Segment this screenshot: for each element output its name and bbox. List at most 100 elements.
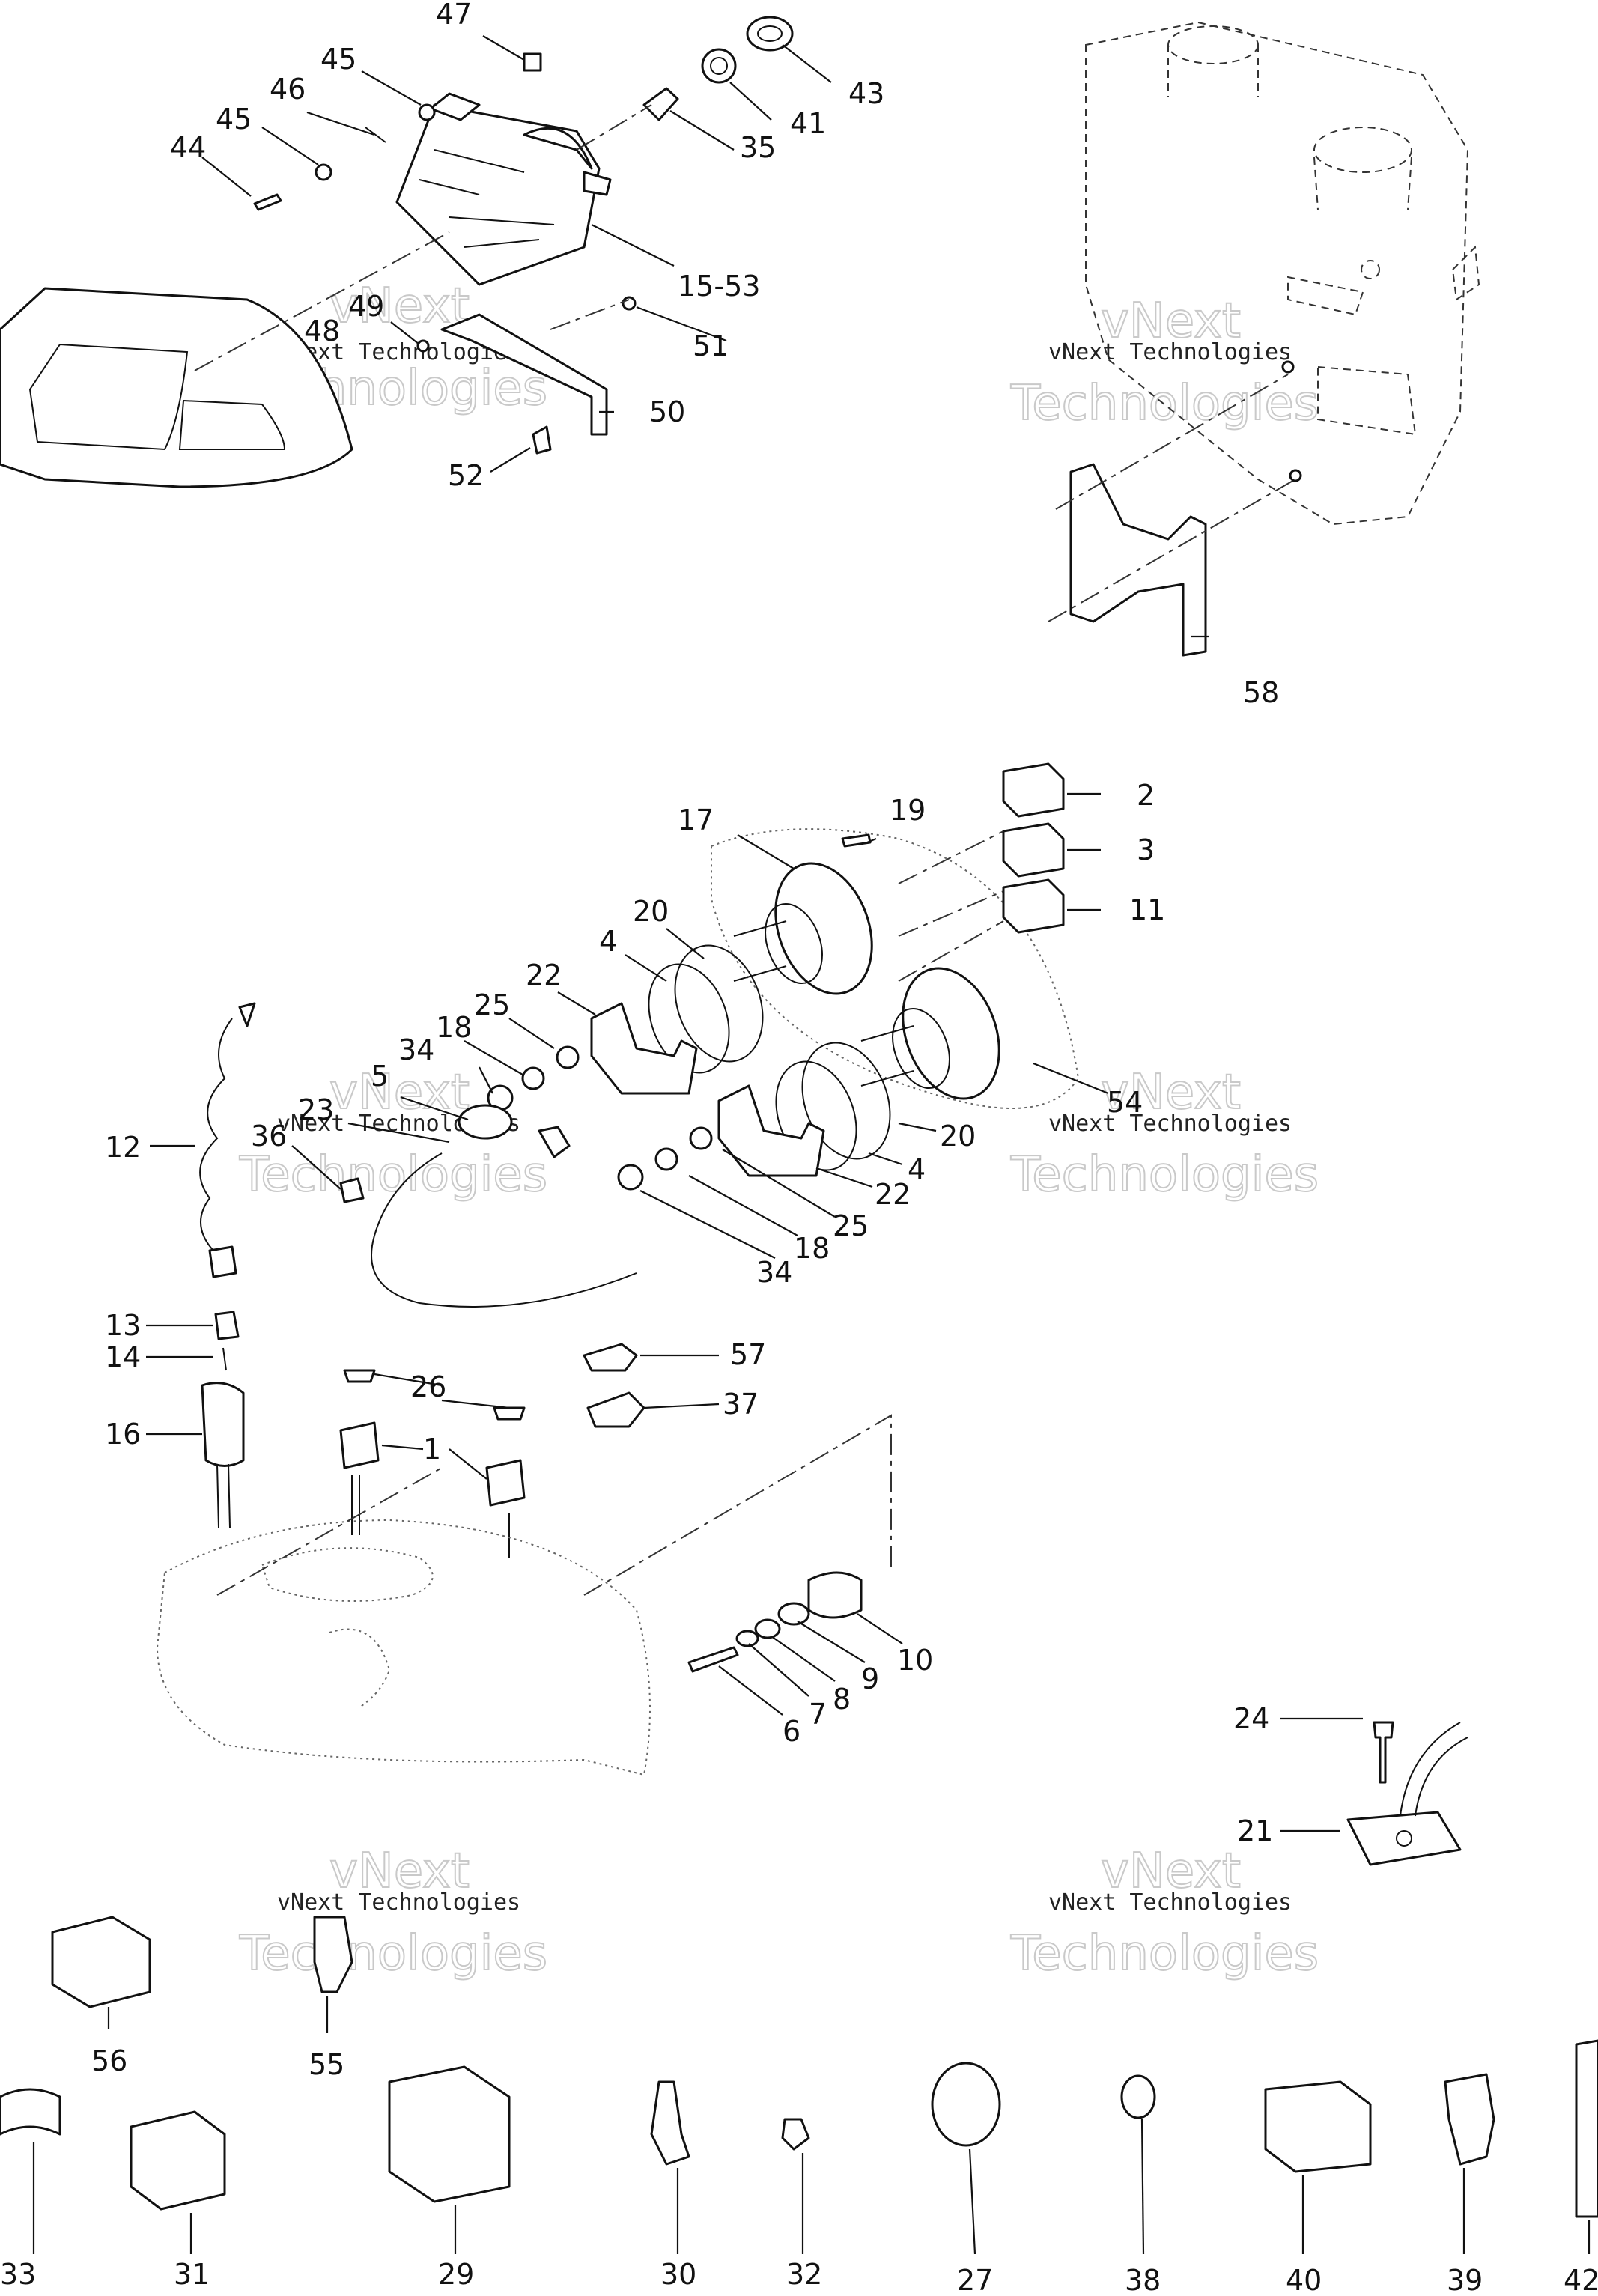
console-outline — [156, 1519, 651, 1776]
callout-label: 31 — [174, 2258, 210, 2291]
bolt — [1289, 469, 1302, 482]
callout-label: 4 — [599, 925, 617, 958]
callout-label: 11 — [1129, 893, 1165, 926]
connector-4pin — [51, 1916, 151, 2008]
gauge-connector — [1002, 762, 1065, 818]
gauge-seal — [648, 963, 730, 1074]
callout-label: 13 — [105, 1309, 141, 1342]
leader-line — [815, 1167, 873, 1188]
wire-loom-42 — [1575, 2039, 1598, 2218]
switch-body — [339, 1421, 380, 1469]
gauge-ring — [674, 944, 764, 1063]
screw — [253, 193, 282, 211]
callout-label: 29 — [438, 2258, 474, 2291]
leader-line — [688, 1175, 798, 1236]
terminal-39 — [1444, 2073, 1495, 2166]
callout-label: 50 — [649, 395, 685, 428]
tank-filler — [1167, 25, 1259, 64]
leader-line — [898, 1122, 937, 1132]
hood-panel — [0, 287, 353, 488]
switch-boot — [493, 1406, 526, 1421]
connector-40 — [1264, 2080, 1372, 2173]
callout-label: 15-53 — [678, 270, 760, 303]
console-outline — [329, 1628, 391, 1708]
connectors-row — [0, 1916, 1598, 2218]
gauge-cable — [371, 1152, 637, 1308]
switches-assembly — [156, 1002, 892, 1776]
leader-line — [718, 1665, 783, 1716]
switch-wires — [351, 1475, 510, 1558]
tether-cord — [199, 1018, 233, 1259]
gauge-bracket — [717, 1084, 825, 1177]
gauge-connector — [1002, 878, 1065, 934]
leader-line — [748, 1643, 809, 1697]
callout-label: 54 — [1107, 1086, 1143, 1119]
leader-line — [797, 1621, 866, 1663]
gauge-plug — [458, 1104, 513, 1140]
callout-label: 16 — [105, 1418, 141, 1451]
callout-label: 7 — [809, 1698, 827, 1731]
callout-label: 9 — [861, 1662, 879, 1695]
ignition-key — [687, 1646, 739, 1673]
cable-clamp — [586, 1391, 645, 1428]
callout-label: 35 — [740, 131, 776, 164]
bulb-retainer-hole — [710, 57, 728, 75]
rectifier-body — [1346, 1811, 1462, 1866]
watermark-large: Technologies — [239, 1926, 547, 1981]
callout-label: 21 — [1237, 1814, 1273, 1847]
callout-label: 33 — [0, 2258, 36, 2291]
grommet — [532, 425, 552, 455]
watermark-text: vNext Technologies — [1048, 1889, 1292, 1916]
callout-label: 39 — [1447, 2264, 1483, 2296]
callout-label: 36 — [251, 1120, 287, 1152]
leader-line — [729, 82, 772, 121]
leader-line — [737, 834, 795, 869]
tether-cap — [214, 1311, 240, 1340]
bulb — [642, 87, 679, 121]
washer — [418, 103, 436, 121]
callout-label: 30 — [660, 2258, 696, 2291]
callout-label: 56 — [91, 2044, 127, 2077]
switch-body — [485, 1459, 526, 1507]
callout-label: 18 — [436, 1011, 472, 1044]
leader-line — [479, 1066, 493, 1094]
clip — [538, 1126, 571, 1158]
leader-line — [400, 1096, 469, 1121]
callout-label: 44 — [170, 131, 206, 164]
leader-line — [968, 2148, 976, 2255]
callout-label: 5 — [371, 1060, 389, 1093]
washer — [521, 1066, 545, 1090]
terminal-30 — [650, 2080, 690, 2166]
ignition-nut — [777, 1602, 810, 1626]
callout-label: 40 — [1286, 2264, 1322, 2296]
leader-line — [374, 1373, 443, 1387]
gauge-face — [892, 1007, 950, 1090]
watermark-text: vNext Technologies — [277, 1889, 520, 1916]
cap — [339, 1177, 365, 1203]
tether-clip — [238, 1002, 256, 1027]
bulb-retainer — [701, 48, 737, 84]
callout-label: 45 — [216, 103, 252, 136]
callout-label: 46 — [270, 73, 306, 106]
callout-label: 20 — [633, 895, 669, 928]
callout-label: 58 — [1243, 676, 1279, 709]
hood-window — [28, 343, 189, 451]
oil-tank-bracket — [1069, 463, 1207, 657]
callout-label: 22 — [526, 959, 562, 991]
connector-31 — [130, 2110, 226, 2211]
tank-label — [1287, 276, 1364, 316]
headlight-lens-lines — [419, 149, 555, 248]
rectifier-hole — [1396, 1830, 1412, 1847]
assembly-line — [216, 1467, 443, 1596]
headlight-dome — [523, 127, 593, 170]
callout-label: 26 — [410, 1370, 446, 1403]
assembly-line — [1048, 479, 1296, 622]
watermark-large: vNext — [329, 1844, 470, 1899]
ignition-ring — [735, 1630, 759, 1647]
leader-line — [441, 1399, 510, 1409]
rubber-boot — [746, 16, 794, 52]
callout-label: 48 — [304, 315, 340, 347]
headlight-bracket — [440, 313, 608, 436]
nut — [622, 296, 637, 311]
